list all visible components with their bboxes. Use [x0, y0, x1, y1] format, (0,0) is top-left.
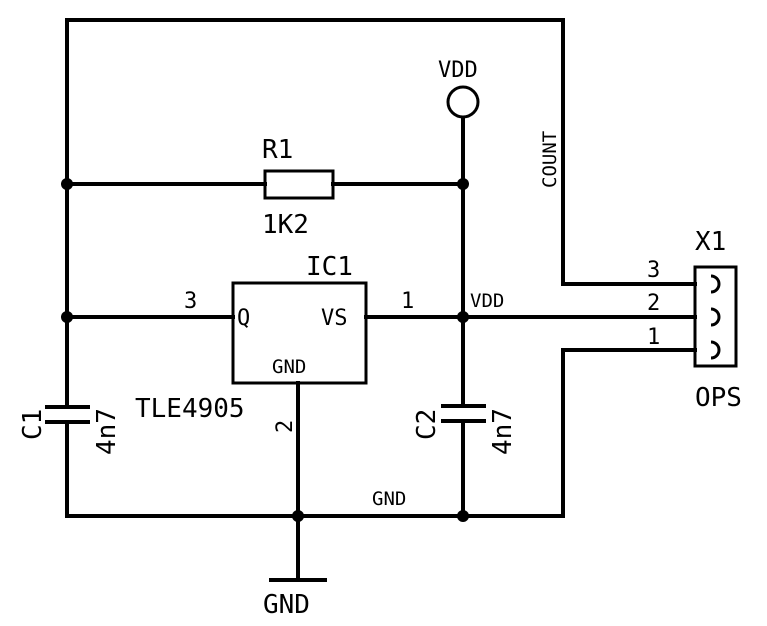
- ic1-pin2-number: 2: [273, 420, 298, 433]
- junction-dot: [457, 510, 469, 522]
- r1-value-label: 1K2: [262, 210, 309, 240]
- capacitor-c1: [44, 405, 91, 424]
- junction-dot: [61, 178, 73, 190]
- connector-x1-body: [693, 265, 738, 368]
- junction-dot: [457, 311, 469, 323]
- ic1-pin-vs-name: VS: [321, 306, 348, 331]
- connector-pin2-contact: [710, 307, 721, 327]
- gnd-net-label: GND: [372, 488, 406, 510]
- x1-pin3-number: 3: [647, 258, 660, 283]
- connector-pin1-contact: [710, 340, 721, 360]
- x1-pin1-number: 1: [647, 325, 660, 350]
- c2-ref-label: C2: [412, 409, 442, 440]
- ic1-pin-gnd-name: GND: [272, 356, 306, 378]
- junction-dots: [61, 178, 469, 522]
- ic1-ref-label: IC1: [306, 252, 353, 282]
- vdd-supply-label: VDD: [438, 58, 478, 83]
- junction-dot: [292, 510, 304, 522]
- c2-value-label: 4n7: [488, 408, 518, 455]
- gnd-net-wire: [65, 348, 697, 518]
- c1-ref-label: C1: [18, 409, 48, 440]
- junction-dot: [61, 311, 73, 323]
- count-net-wire: [65, 18, 697, 518]
- resistor-r1-body: [263, 169, 335, 200]
- x1-ref-label: X1: [695, 227, 726, 257]
- x1-pin2-number: 2: [647, 291, 660, 316]
- ic1-part-label: TLE4905: [135, 394, 245, 424]
- ic1-pin1-number: 1: [401, 289, 414, 314]
- ic1-pin3-number: 3: [184, 289, 197, 314]
- capacitor-c2: [441, 404, 486, 423]
- vdd-supply-symbol: [446, 85, 480, 119]
- junction-dot: [457, 178, 469, 190]
- gnd-symbol-label: GND: [263, 590, 310, 620]
- vdd-net-label: VDD: [470, 290, 504, 312]
- ic1-pin-q-name: Q: [237, 306, 250, 331]
- r1-ref-label: R1: [262, 135, 293, 165]
- c1-gap: [44, 409, 91, 420]
- connector-x1: [693, 265, 738, 368]
- x1-name-label: OPS: [695, 383, 742, 413]
- connector-pin3-contact: [710, 274, 721, 294]
- c1-value-label: 4n7: [92, 408, 122, 455]
- count-net-label: COUNT: [539, 131, 561, 188]
- ic1-body: [231, 281, 368, 385]
